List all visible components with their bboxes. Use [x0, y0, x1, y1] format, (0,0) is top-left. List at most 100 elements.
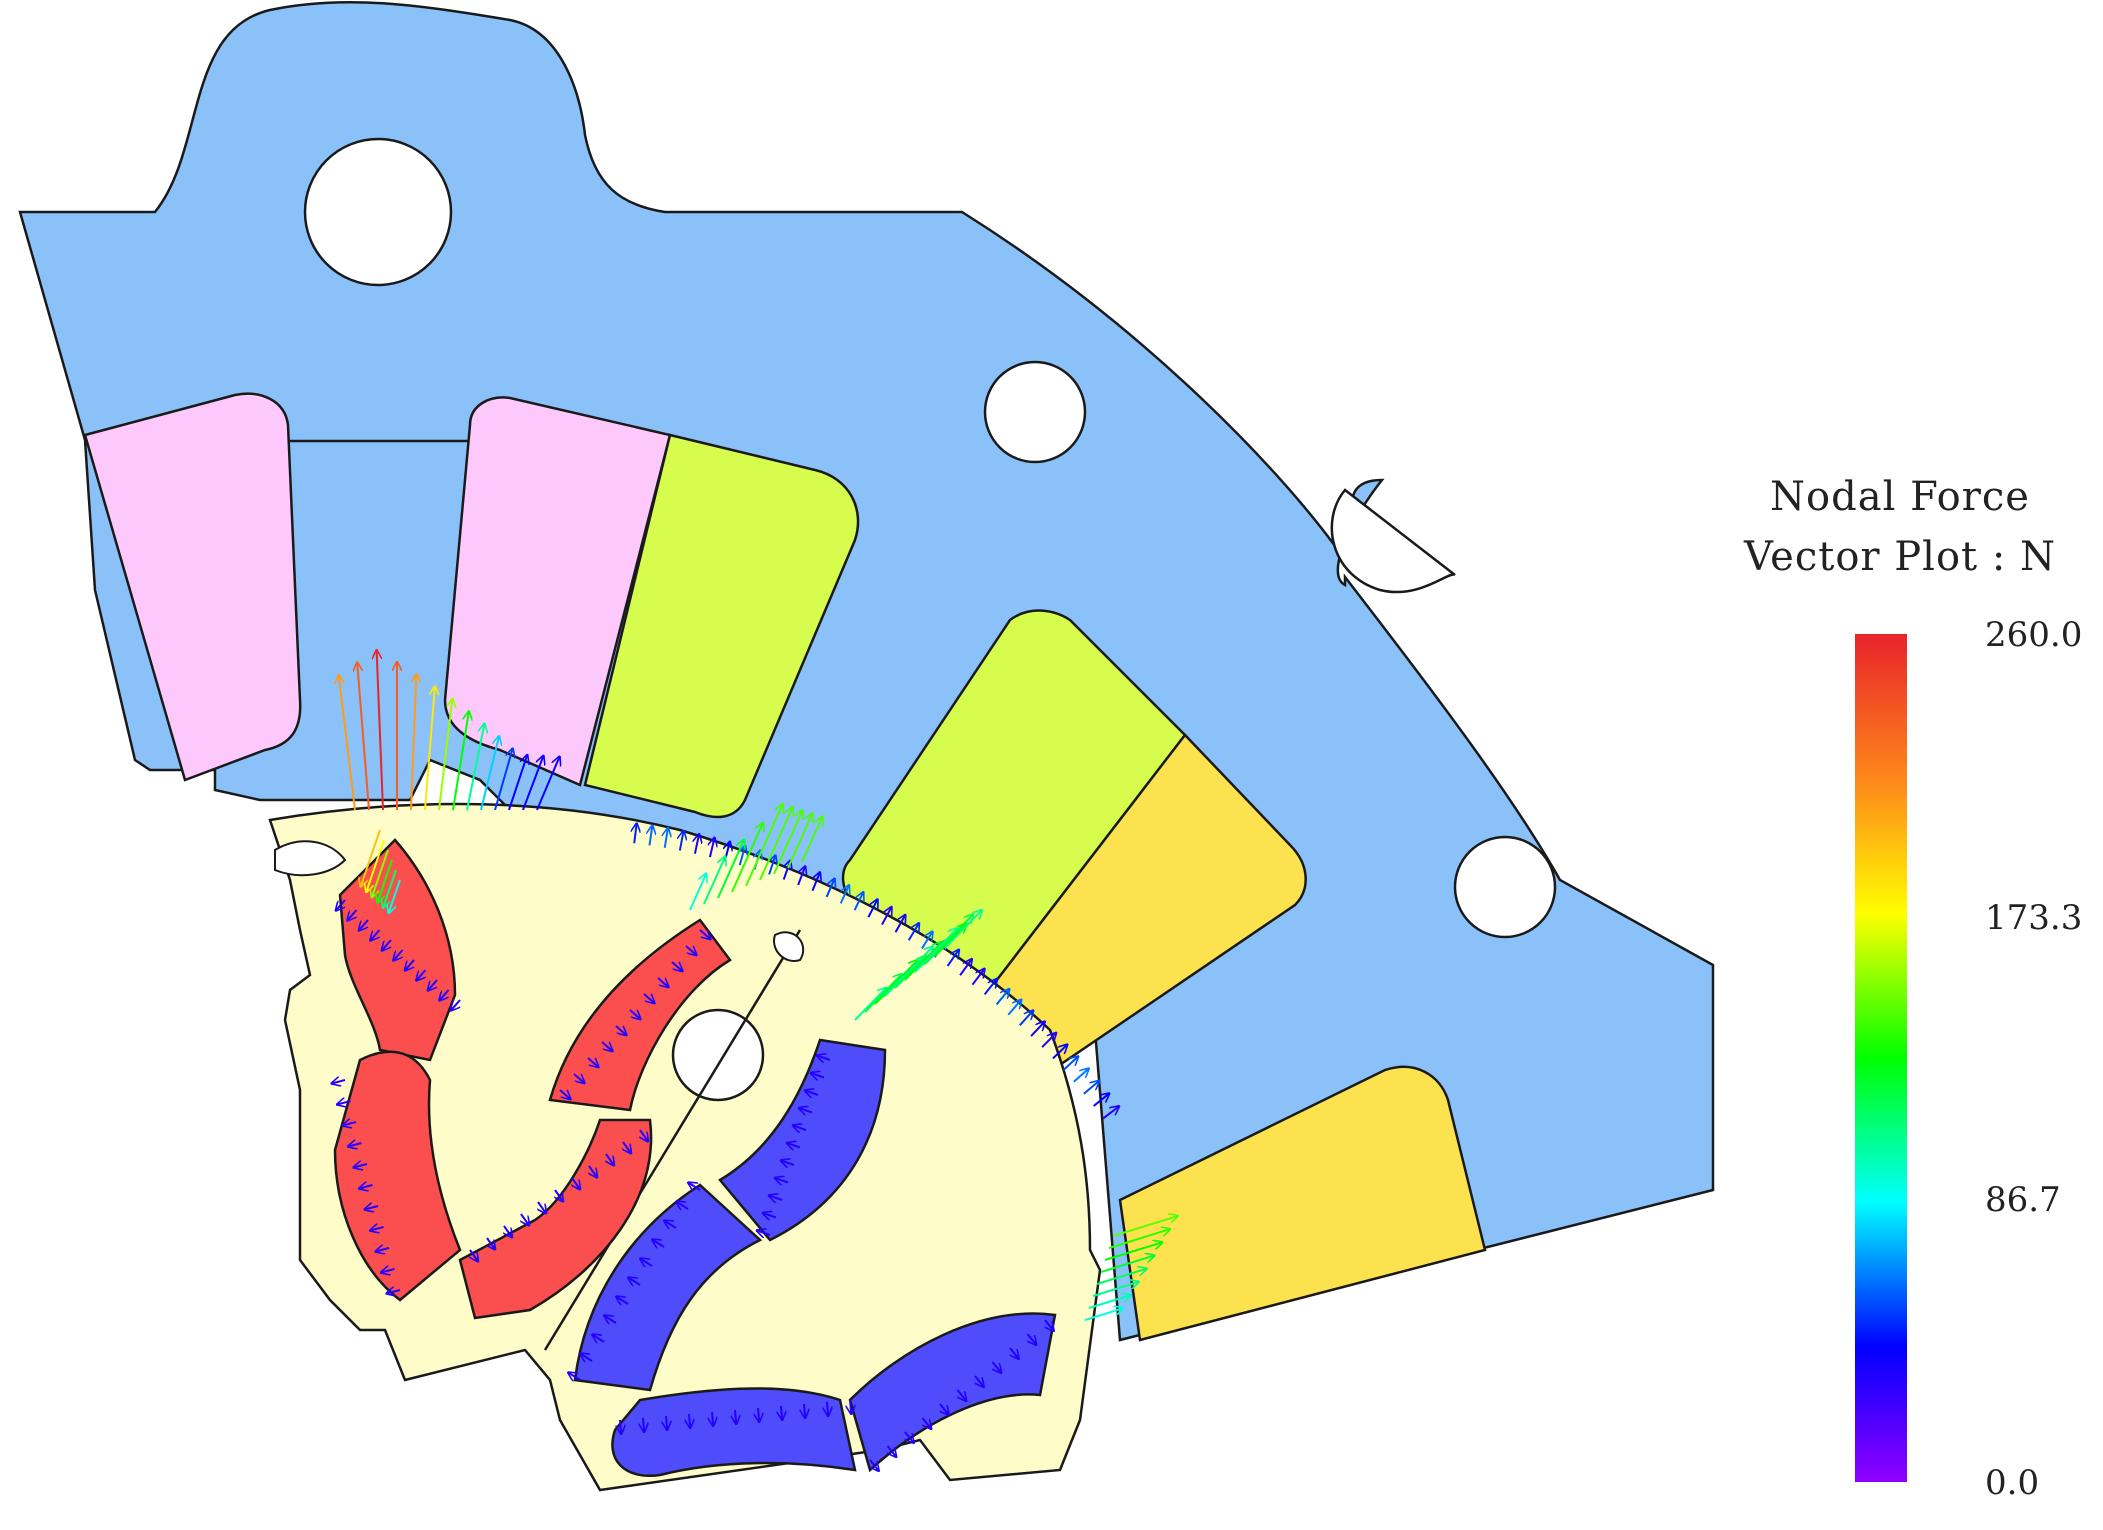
force-vector-arrow [993, 1361, 1002, 1373]
stator [18, 0, 1715, 1342]
stator-notch [1330, 488, 1456, 594]
force-vector-arrow [439, 989, 450, 1001]
force-vector-arrow [424, 686, 435, 811]
force-vector-arrow [568, 1373, 581, 1380]
force-vector-arrow [731, 823, 763, 893]
force-vector-arrow [757, 1230, 771, 1235]
force-vector-arrow [573, 1073, 585, 1083]
legend-title-line2: Vector Plot : N [1743, 534, 2056, 580]
force-vector-arrow [983, 979, 997, 996]
stator-coils [83, 392, 1487, 1342]
mounting-hole [983, 360, 1087, 464]
force-vector-arrow [864, 974, 902, 1013]
force-vector-arrow [466, 724, 484, 811]
force-vector-arrow [1093, 1093, 1110, 1107]
force-vector-arrow [685, 945, 697, 955]
force-vector-arrow [337, 1101, 351, 1105]
rotor-pole-divider [543, 929, 802, 1351]
force-vector-arrow [1019, 1010, 1033, 1026]
force-vector-arrow [1028, 1333, 1037, 1345]
force-vector-arrow [428, 979, 438, 991]
force-vector-arrow [381, 1269, 395, 1273]
force-vector-arrow [377, 650, 384, 811]
force-vector-arrow [1102, 1106, 1119, 1120]
force-vector-arrow [888, 1445, 897, 1457]
force-vector-arrow [975, 1375, 984, 1387]
force-vector-arrow [703, 857, 725, 905]
force-vector-arrow [854, 988, 886, 1021]
force-vector-arrow [680, 831, 684, 851]
force-vector-arrow [1062, 1056, 1078, 1071]
force-vector-arrow [759, 807, 793, 881]
legend-tick: 86.7 [1985, 1180, 2061, 1220]
force-vector-arrow [555, 1189, 563, 1201]
force-vector-arrow [480, 736, 499, 811]
force-vector-arrow [769, 1195, 783, 1200]
colorbar [1855, 634, 1907, 1482]
force-vector-arrow [745, 804, 783, 887]
force-vector-arrow [1092, 1282, 1139, 1297]
force-vector-arrow [763, 1213, 777, 1218]
force-vector-arrow [934, 924, 966, 957]
force-vector-arrow [1084, 1308, 1123, 1321]
force-vector-arrow [587, 1057, 599, 1067]
force-vector-arrow [393, 949, 404, 961]
force-vector-arrow [735, 1409, 736, 1424]
force-vector-arrow [923, 1417, 932, 1429]
force-vector-arrow [342, 1122, 357, 1126]
force-vector-arrow [699, 929, 711, 939]
force-vector-arrow [1112, 1216, 1178, 1237]
magnet-blue [718, 1038, 887, 1242]
force-vector-arrow [357, 662, 370, 811]
rotor-hole [671, 1008, 765, 1102]
force-vector-arrow [628, 1278, 641, 1285]
force-vector-arrow [799, 1108, 813, 1113]
force-vector-arrow [870, 1459, 879, 1471]
force-vector-arrow [370, 1227, 384, 1231]
force-vector-arrow [907, 923, 919, 941]
force-vector-arrow [366, 839, 385, 892]
force-vector-arrow [695, 834, 699, 854]
force-vector-arrow [580, 1354, 593, 1361]
force-vector-arrow [995, 989, 1010, 1006]
coil-pink-right [443, 396, 672, 787]
force-vector-arrow [538, 1201, 546, 1213]
force-vector-arrow [971, 969, 984, 986]
force-vector-arrow [839, 885, 849, 904]
force-vector-arrow [874, 960, 917, 1005]
force-vector-arrow [940, 1403, 949, 1415]
force-vector-arrow [383, 869, 397, 908]
force-vector-arrow [712, 1411, 713, 1426]
legend: Nodal Force Vector Plot : N 260.0 173.3 … [1743, 474, 2082, 1503]
force-vector-arrow [370, 929, 381, 941]
force-vector-arrow [758, 1407, 759, 1422]
force-vector-arrow [1045, 1319, 1054, 1331]
force-vector-arrow [1010, 1347, 1019, 1359]
force-vector-arrow [640, 1259, 653, 1266]
magnet-blue [611, 1387, 857, 1478]
force-vector-arrow [827, 1401, 828, 1416]
force-vector-arrow [623, 1141, 631, 1153]
force-vector-arrow [359, 919, 369, 931]
force-vector-arrow [640, 1129, 648, 1141]
force-vector-arrow [372, 849, 389, 897]
force-vector-arrow [710, 838, 715, 858]
force-vector-arrow [689, 1413, 690, 1428]
force-vector-arrow [811, 1073, 825, 1078]
force-vector-arrow [1052, 1045, 1067, 1060]
force-vector-arrow [451, 999, 461, 1011]
magnet-blue [848, 1312, 1057, 1473]
force-vector-arrow [769, 855, 775, 875]
force-vector-arrow [904, 942, 942, 981]
force-vector-arrow [825, 879, 835, 898]
force-vector-arrow [359, 1185, 373, 1189]
rotor-slot [773, 931, 805, 962]
force-vector-arrow [452, 711, 469, 811]
force-vector-arrow [914, 928, 957, 973]
force-vector-arrow [361, 829, 381, 887]
force-vector-arrow [946, 950, 959, 967]
force-vector-arrow [416, 969, 427, 981]
force-vector-arrow [805, 1090, 819, 1095]
force-vector-arrow [643, 993, 655, 1003]
nodal-force-vectors [331, 650, 1178, 1471]
